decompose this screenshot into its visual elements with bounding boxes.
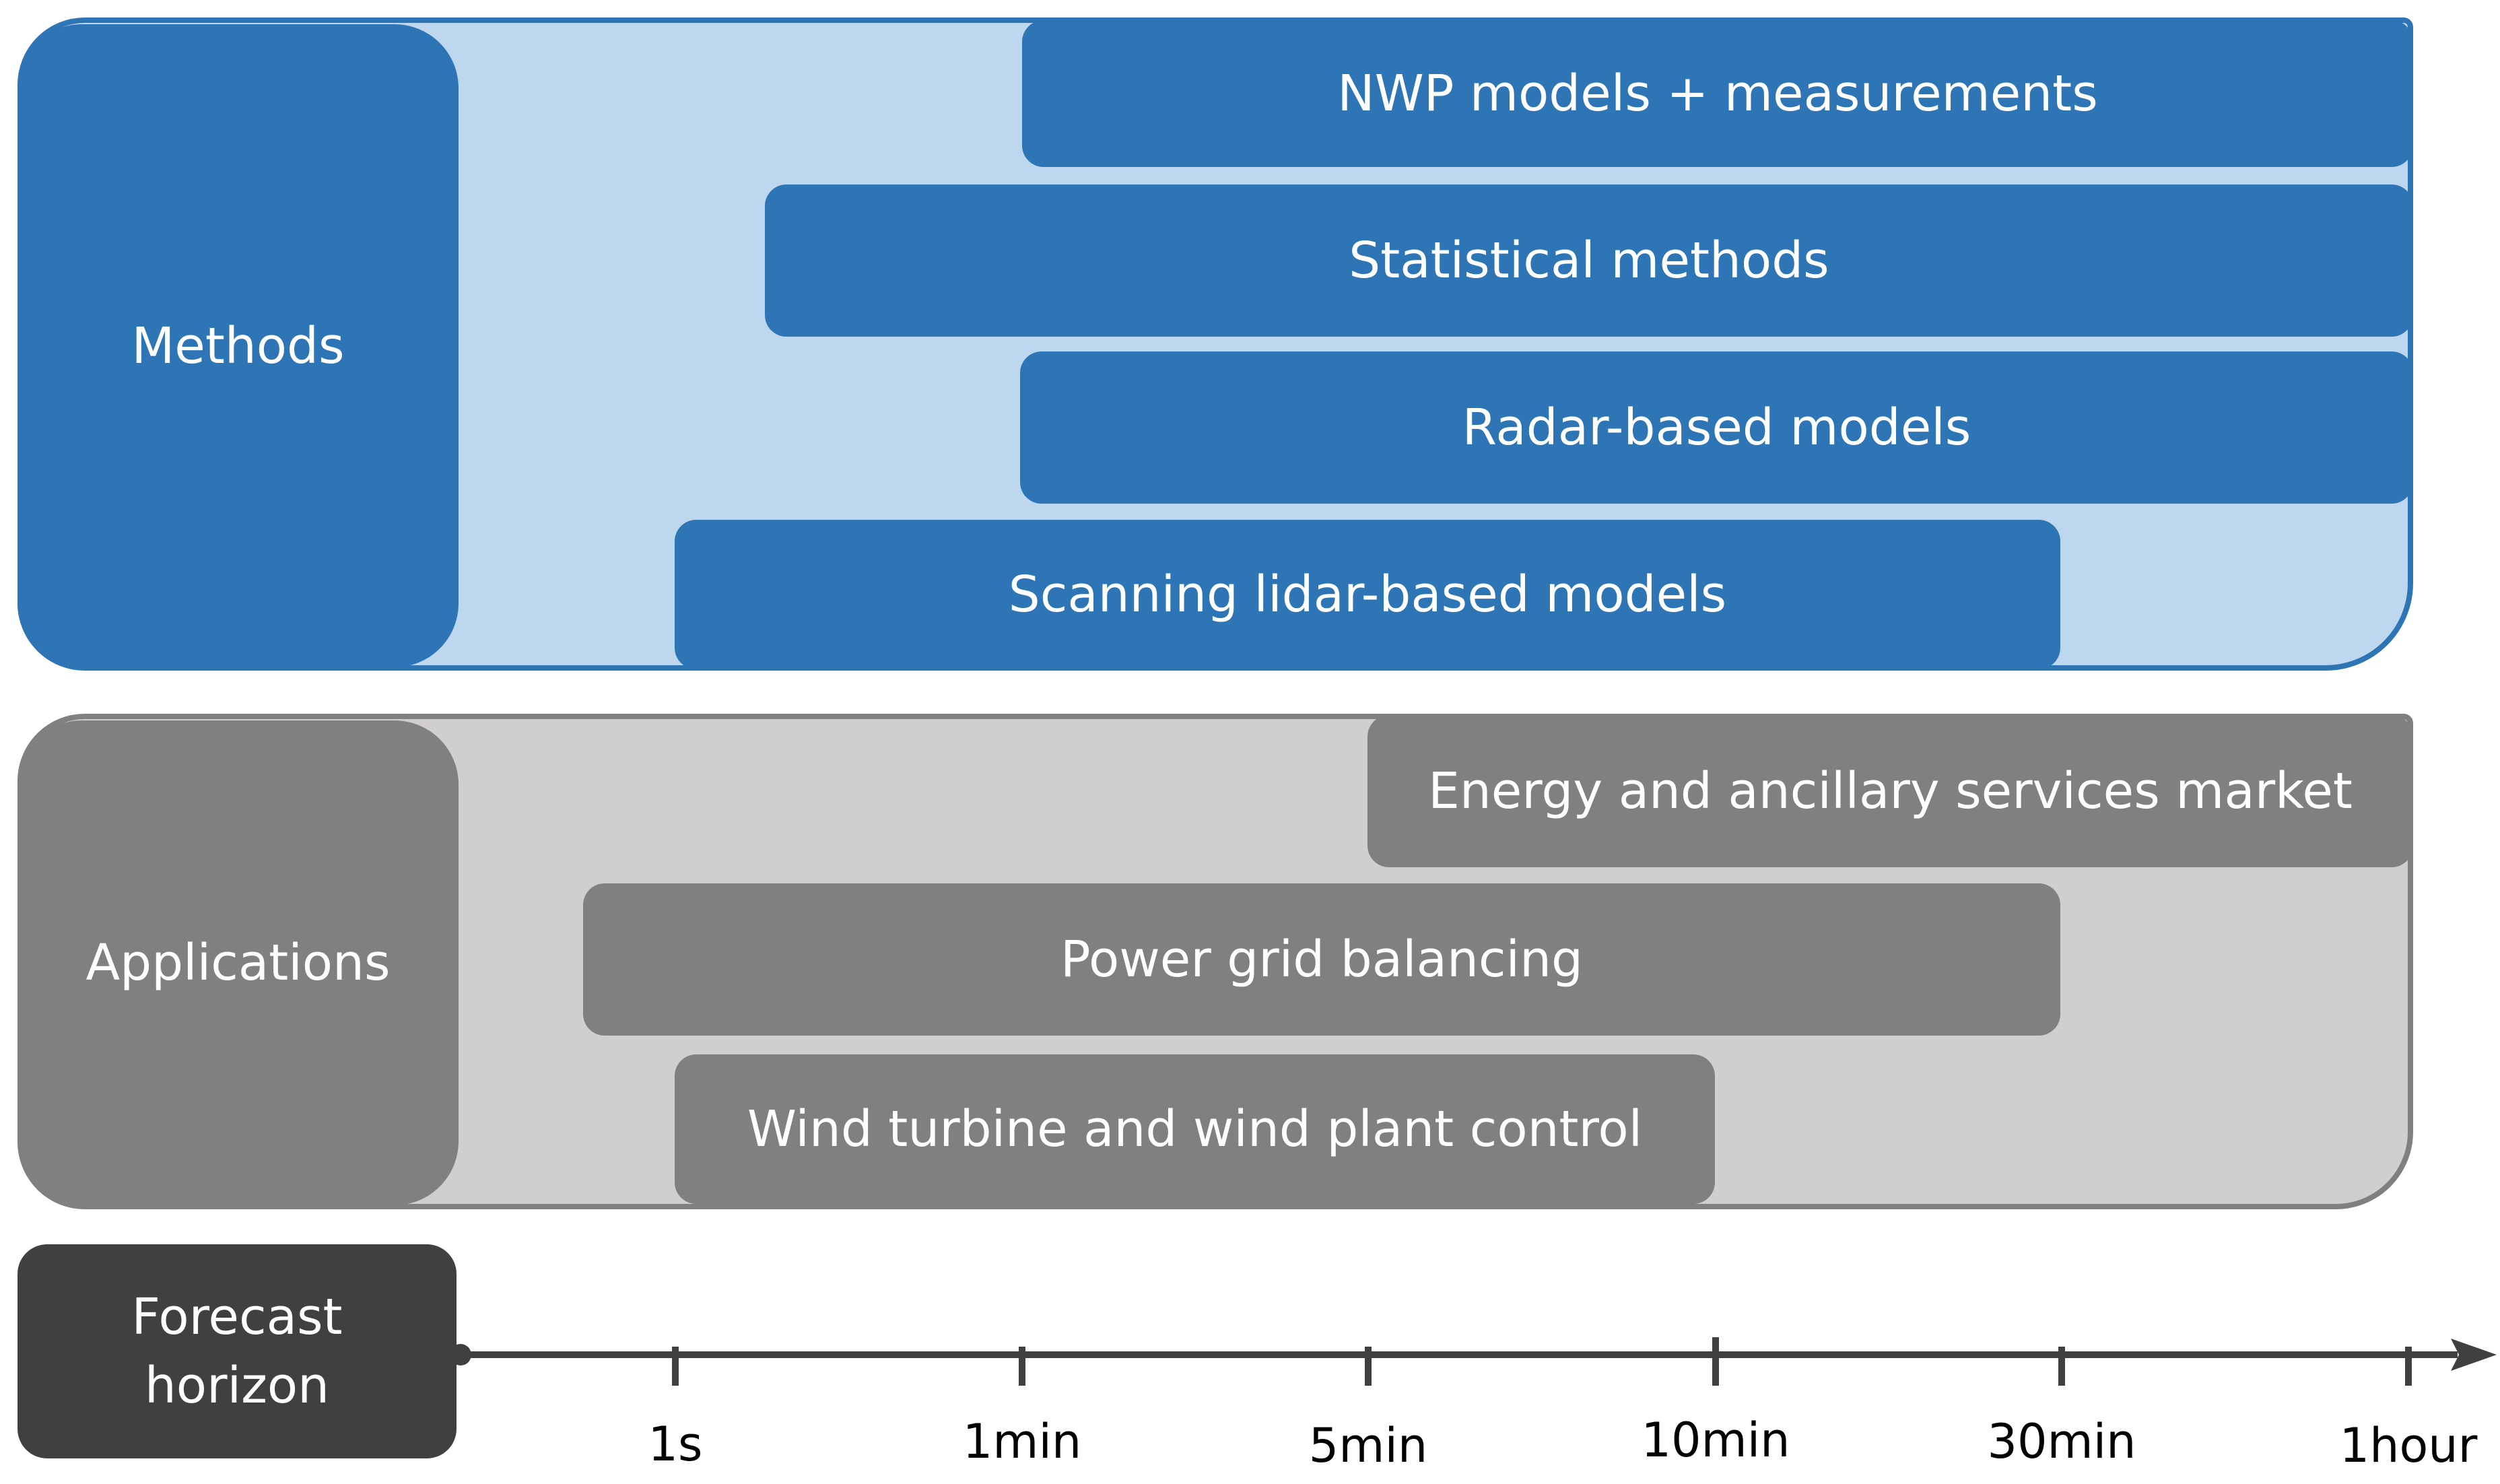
method-bar-scanning-lidar: Scanning lidar-based models <box>675 520 2060 669</box>
tick-label-30min: 30min <box>1987 1414 2136 1469</box>
methods-label: Methods <box>18 24 459 667</box>
method-bar-statistical: Statistical methods <box>765 184 2413 337</box>
forecast-horizon-text: Forecast horizon <box>131 1287 343 1415</box>
axis-origin-dot <box>450 1344 471 1365</box>
application-bar-grid-balancing: Power grid balancing <box>583 883 2060 1036</box>
tick-label-1s: 1s <box>648 1417 703 1472</box>
tick-label-1min: 1min <box>962 1414 1082 1469</box>
forecast-horizon-label: Forecast horizon <box>18 1244 457 1458</box>
applications-label: Applications <box>18 720 459 1205</box>
application-bar-turbine-control: Wind turbine and wind plant control <box>675 1054 1715 1204</box>
tick-label-5min: 5min <box>1308 1418 1428 1473</box>
axis-arrowhead <box>2451 1339 2497 1371</box>
method-bar-radar: Radar-based models <box>1020 351 2413 504</box>
method-bar-nwp: NWP models + measurements <box>1022 20 2413 167</box>
tick-label-1hour: 1hour <box>2339 1418 2478 1473</box>
tick-label-10min: 10min <box>1641 1413 1790 1468</box>
application-bar-energy-market: Energy and ancillary services market <box>1367 715 2413 867</box>
